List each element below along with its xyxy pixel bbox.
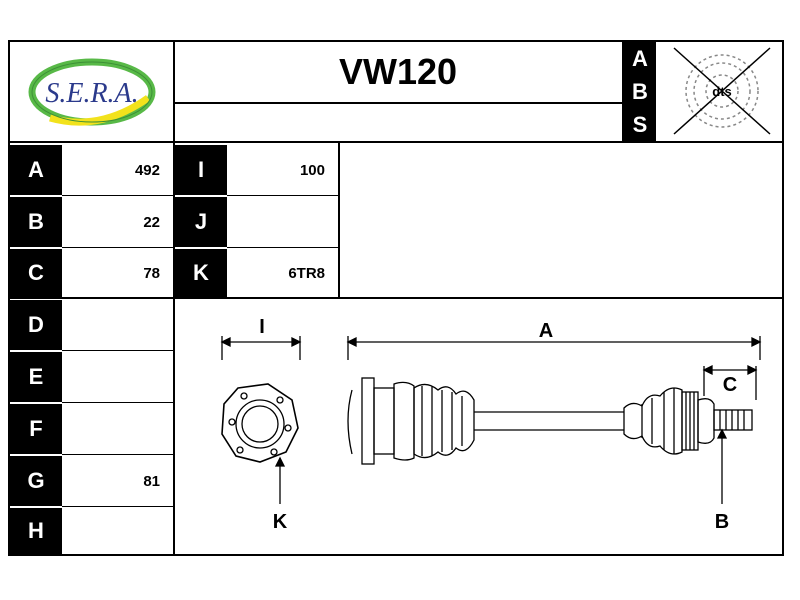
divider [173,141,175,556]
brand-logo-graphic: S.E.R.A. [28,58,156,126]
abs-letter-b: B [632,78,648,104]
dimension-label-c: C [723,374,737,396]
abs-icon-text: dts [712,84,732,99]
divider [622,40,624,142]
row-divider [227,247,338,248]
spec-label-k: K [175,249,227,297]
spec-value-b: 22 [143,213,160,231]
divider [173,40,175,142]
dimension-label-a: A [539,320,553,342]
spec-value-k: 6TR8 [288,264,325,282]
dimension-label-b: B [715,511,729,533]
spec-value-j [227,197,337,247]
spec-label-a: A [10,145,62,195]
spec-label-j: J [175,197,227,247]
spec-value-f [62,404,172,454]
abs-letter-a: A [632,45,648,71]
spec-value-g: 81 [143,472,160,490]
spec-label-c: C [10,249,62,297]
row-divider [62,402,173,403]
divider [8,141,784,143]
drive-shaft-diagram: I A C K B [176,300,782,554]
spec-label-d: D [10,300,62,350]
divider [8,297,784,299]
row-divider [62,454,173,455]
part-number-title: VW120 [338,51,458,92]
brand-name: S.E.R.A. [45,78,138,109]
row-divider [62,350,173,351]
abs-letter-s: S [632,112,648,138]
divider [175,102,624,104]
abs-column: A B S [624,42,656,142]
spec-label-e: E [10,352,62,402]
row-divider [227,195,338,196]
spec-value-h [62,508,172,554]
divider [338,141,340,298]
spec-value-i: 100 [299,161,325,179]
spec-value-a: 492 [134,161,160,179]
spec-label-h: H [10,508,62,554]
spec-label-g: G [10,456,62,506]
abs-ring-crossed-icon: dts [664,44,780,138]
spec-label-i: I [175,145,227,195]
spec-value-d [62,300,172,350]
row-divider [62,247,173,248]
dimension-label-k: K [273,511,288,533]
spec-value-e [62,352,172,402]
spec-value-c: 78 [143,264,160,282]
spec-label-b: B [10,197,62,247]
brand-logo: S.E.R.A. [20,48,165,136]
dimension-label-i: I [259,316,265,338]
row-divider [62,506,173,507]
spec-label-f: F [10,404,62,454]
row-divider [62,195,173,196]
